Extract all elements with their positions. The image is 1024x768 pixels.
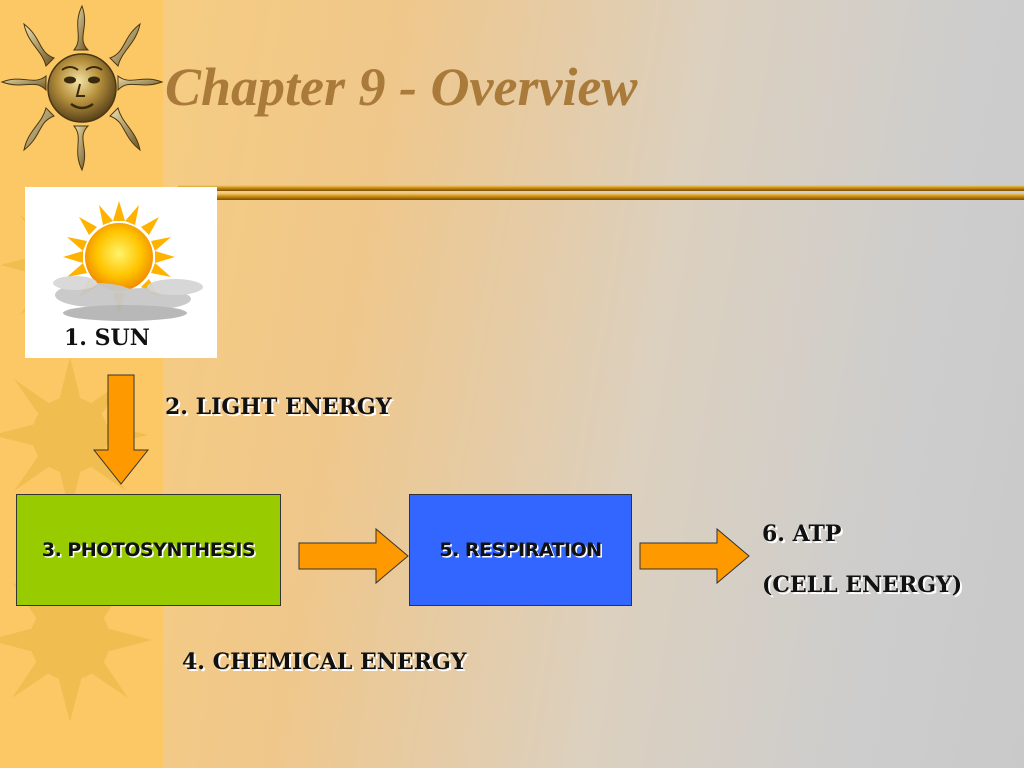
sun-picture-box	[25, 187, 217, 358]
sun-cloud-icon	[53, 201, 203, 321]
down-arrow-icon	[92, 374, 150, 485]
slide-title: Chapter 9 - Overview	[165, 57, 638, 117]
title-divider	[178, 185, 1024, 200]
respiration-box: 5. RESPIRATION	[409, 494, 632, 606]
chemical-energy-label: 4. CHEMICAL ENERGY	[182, 649, 467, 675]
cell-energy-label: (CELL ENERGY)	[762, 572, 963, 598]
respiration-label: 5. RESPIRATION	[439, 539, 602, 561]
right-arrow-icon	[639, 527, 750, 585]
sun-face-emblem-icon	[0, 4, 164, 172]
atp-label: 6. ATP	[762, 521, 842, 547]
light-energy-label: 2. LIGHT ENERGY	[165, 394, 392, 420]
photosynthesis-box: 3. PHOTOSYNTHESIS	[16, 494, 281, 606]
photosynthesis-label: 3. PHOTOSYNTHESIS	[41, 539, 256, 561]
right-arrow-icon	[298, 527, 409, 585]
sun-label: 1. SUN	[64, 325, 150, 351]
